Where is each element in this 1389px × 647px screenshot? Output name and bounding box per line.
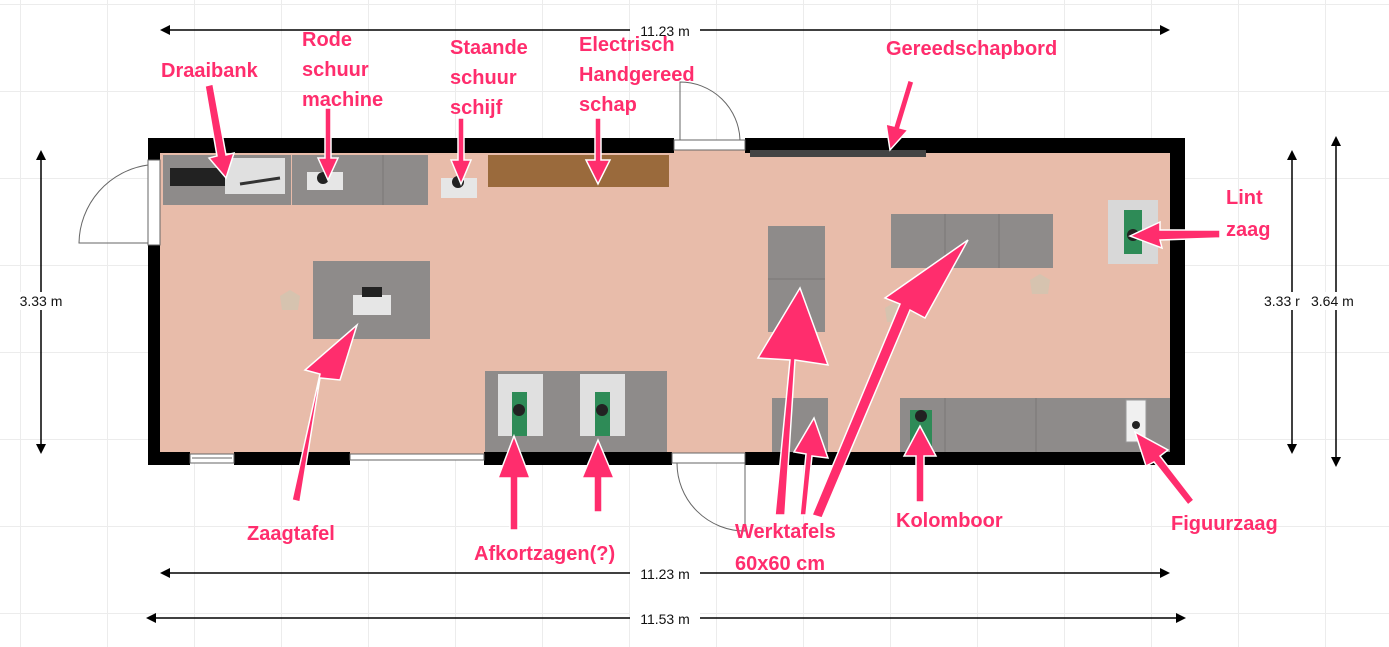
arrow-zaagtafel	[291, 322, 359, 503]
arrow-werktafel-2	[792, 416, 830, 516]
door-bottom-frame	[671, 452, 746, 464]
dim-bottom-inner: 11.23 m	[640, 566, 690, 582]
dim-top: 11.23 m	[640, 23, 690, 39]
label-werktafels-2: 60x60 cm	[735, 553, 825, 575]
dimension-texts: 11.23 m 11.23 m 11.53 m 3.33 m 3.33 r 3.…	[10, 22, 1366, 628]
arrow-werktafel-3	[810, 239, 969, 519]
dim-left: 3.33 m	[20, 293, 63, 309]
window-bottom-center	[349, 453, 485, 461]
kolomboor-head	[915, 410, 927, 422]
label-kolomboor: Kolomboor	[896, 510, 1003, 532]
stool-3	[1030, 274, 1050, 294]
draaibank-machine	[170, 168, 230, 186]
arrow-figuurzaag	[1133, 430, 1196, 507]
label-electrisch-1: Electrisch	[579, 34, 675, 56]
furniture	[163, 150, 1170, 452]
werktafel-row-top	[891, 214, 1053, 268]
dim-right-inner: 3.33 r	[1264, 293, 1300, 309]
dim-top-bg	[630, 22, 700, 40]
dim-right-outer: 3.64 m	[1311, 293, 1354, 309]
arrow-werktafel-1	[756, 286, 830, 516]
annotation-arrows	[204, 79, 1221, 531]
tool-rack	[750, 150, 926, 157]
label-lint-2: zaag	[1226, 219, 1270, 241]
afkortzaag-2-head	[596, 404, 608, 416]
label-figuurzaag: Figuurzaag	[1171, 513, 1278, 535]
dim-right-bg	[1262, 292, 1366, 310]
arrow-afkort-2	[580, 438, 616, 513]
walls	[148, 138, 1185, 465]
wall-bottom-2	[234, 452, 350, 465]
door-left-frame	[147, 159, 161, 246]
werktafel-1	[768, 226, 825, 279]
label-staande-1: Staande	[450, 37, 528, 59]
zaagtafel-machine	[353, 295, 391, 315]
wall-left-upper	[148, 138, 160, 160]
stool-1	[280, 290, 300, 310]
arrow-electrisch	[584, 117, 612, 186]
door-bottom-swing	[676, 462, 746, 532]
label-electrisch-3: schap	[579, 94, 637, 116]
label-gereedschapbord: Gereedschapbord	[886, 38, 1057, 60]
label-rode-1: Rode	[302, 29, 352, 51]
wall-bottom-4	[745, 452, 1185, 465]
door-top-swing	[679, 81, 741, 141]
label-rode-3: machine	[302, 89, 383, 111]
staande-schuurschijf	[441, 178, 477, 198]
label-zaagtafel: Zaagtafel	[247, 523, 335, 545]
label-draaibank: Draaibank	[161, 60, 259, 82]
annotation-labels: Draaibank Rode schuur machine Staande sc…	[161, 29, 1278, 575]
dim-left-bg	[10, 292, 72, 310]
wall-top-right	[745, 138, 1185, 153]
wall-right	[1170, 138, 1185, 465]
label-lint-1: Lint	[1226, 187, 1263, 209]
label-staande-3: schijf	[450, 97, 503, 119]
wall-top-left	[148, 138, 674, 153]
arrow-lintzaag	[1128, 220, 1221, 250]
dim-bottom-outer-bg	[630, 610, 700, 628]
afkortzaag-1-head	[513, 404, 525, 416]
wall-bottom-1	[148, 452, 190, 465]
arrow-staande	[449, 117, 473, 186]
draaibank-bed	[225, 158, 285, 194]
label-afkortzagen: Afkortzagen(?)	[474, 543, 615, 565]
zaagtafel-motor	[362, 287, 382, 297]
label-rode-2: schuur	[302, 59, 369, 81]
machines	[170, 158, 1147, 446]
openings	[78, 81, 746, 532]
dim-bottom-inner-bg	[630, 565, 700, 583]
dim-bottom-outer: 11.53 m	[640, 611, 690, 627]
arrow-kolomboor	[902, 424, 938, 503]
wall-bottom-3	[484, 452, 672, 465]
arrow-draaibank	[204, 83, 236, 180]
arrow-rode	[316, 107, 340, 182]
bench-wood	[488, 155, 669, 187]
figuurzaag-blade	[1132, 421, 1140, 429]
door-left-swing	[78, 164, 149, 244]
door-top-frame	[673, 139, 746, 151]
label-electrisch-2: Handgereed	[579, 64, 695, 86]
wall-left-lower	[148, 245, 160, 465]
arrow-afkort-1	[496, 433, 532, 531]
label-staande-2: schuur	[450, 67, 517, 89]
draaibank-shaft	[239, 176, 281, 186]
arrow-gereedschapbord	[885, 79, 915, 152]
label-werktafels-1: Werktafels	[735, 521, 836, 543]
